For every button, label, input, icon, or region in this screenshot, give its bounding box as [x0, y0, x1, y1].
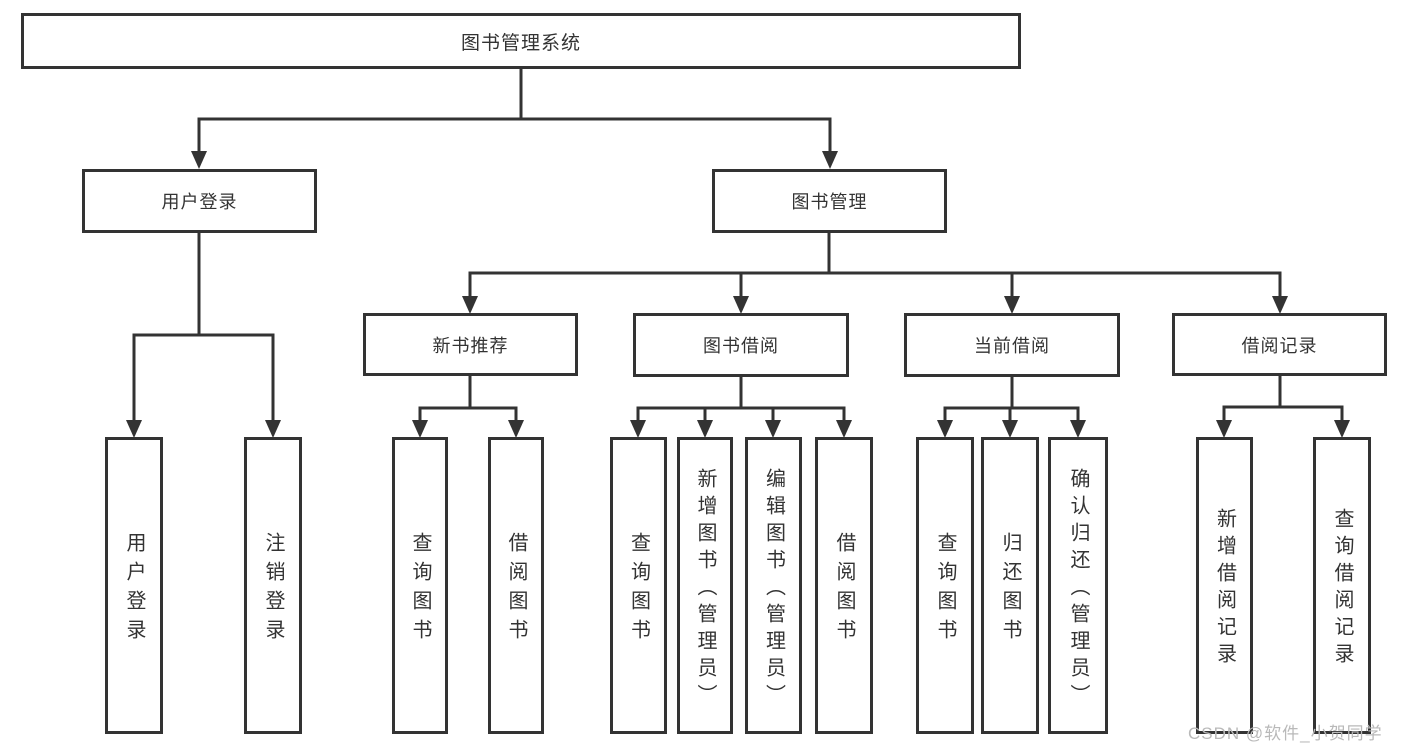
csdn-watermark: CSDN @软件_小贺同学 — [1188, 724, 1383, 743]
node-book-management: 图书管理 — [712, 169, 947, 233]
leaf-borrow-books: 借阅图书 — [815, 437, 873, 734]
leaf-confirm-return-admin: 确认归还（管理员） — [1048, 437, 1108, 734]
leaf-user-login: 用户登录 — [105, 437, 163, 734]
leaf-query-books-recommend: 查询图书 — [392, 437, 448, 734]
leaf-return-books: 归还图书 — [981, 437, 1039, 734]
node-current-borrowing: 当前借阅 — [904, 313, 1120, 377]
node-borrowing-records: 借阅记录 — [1172, 313, 1387, 376]
leaf-borrow-books-recommend: 借阅图书 — [488, 437, 544, 734]
leaf-add-borrow-record: 新增借阅记录 — [1196, 437, 1253, 734]
node-library-management-system: 图书管理系统 — [21, 13, 1021, 69]
leaf-query-borrow-record: 查询借阅记录 — [1313, 437, 1371, 734]
node-user-login: 用户登录 — [82, 169, 317, 233]
node-book-borrowing: 图书借阅 — [633, 313, 849, 377]
leaf-logout: 注销登录 — [244, 437, 302, 734]
leaf-query-books-borrowing: 查询图书 — [610, 437, 667, 734]
leaf-edit-books-admin: 编辑图书（管理员） — [745, 437, 802, 734]
leaf-add-books-admin: 新增图书（管理员） — [677, 437, 733, 734]
leaf-query-books-current: 查询图书 — [916, 437, 974, 734]
node-new-book-recommend: 新书推荐 — [363, 313, 578, 376]
